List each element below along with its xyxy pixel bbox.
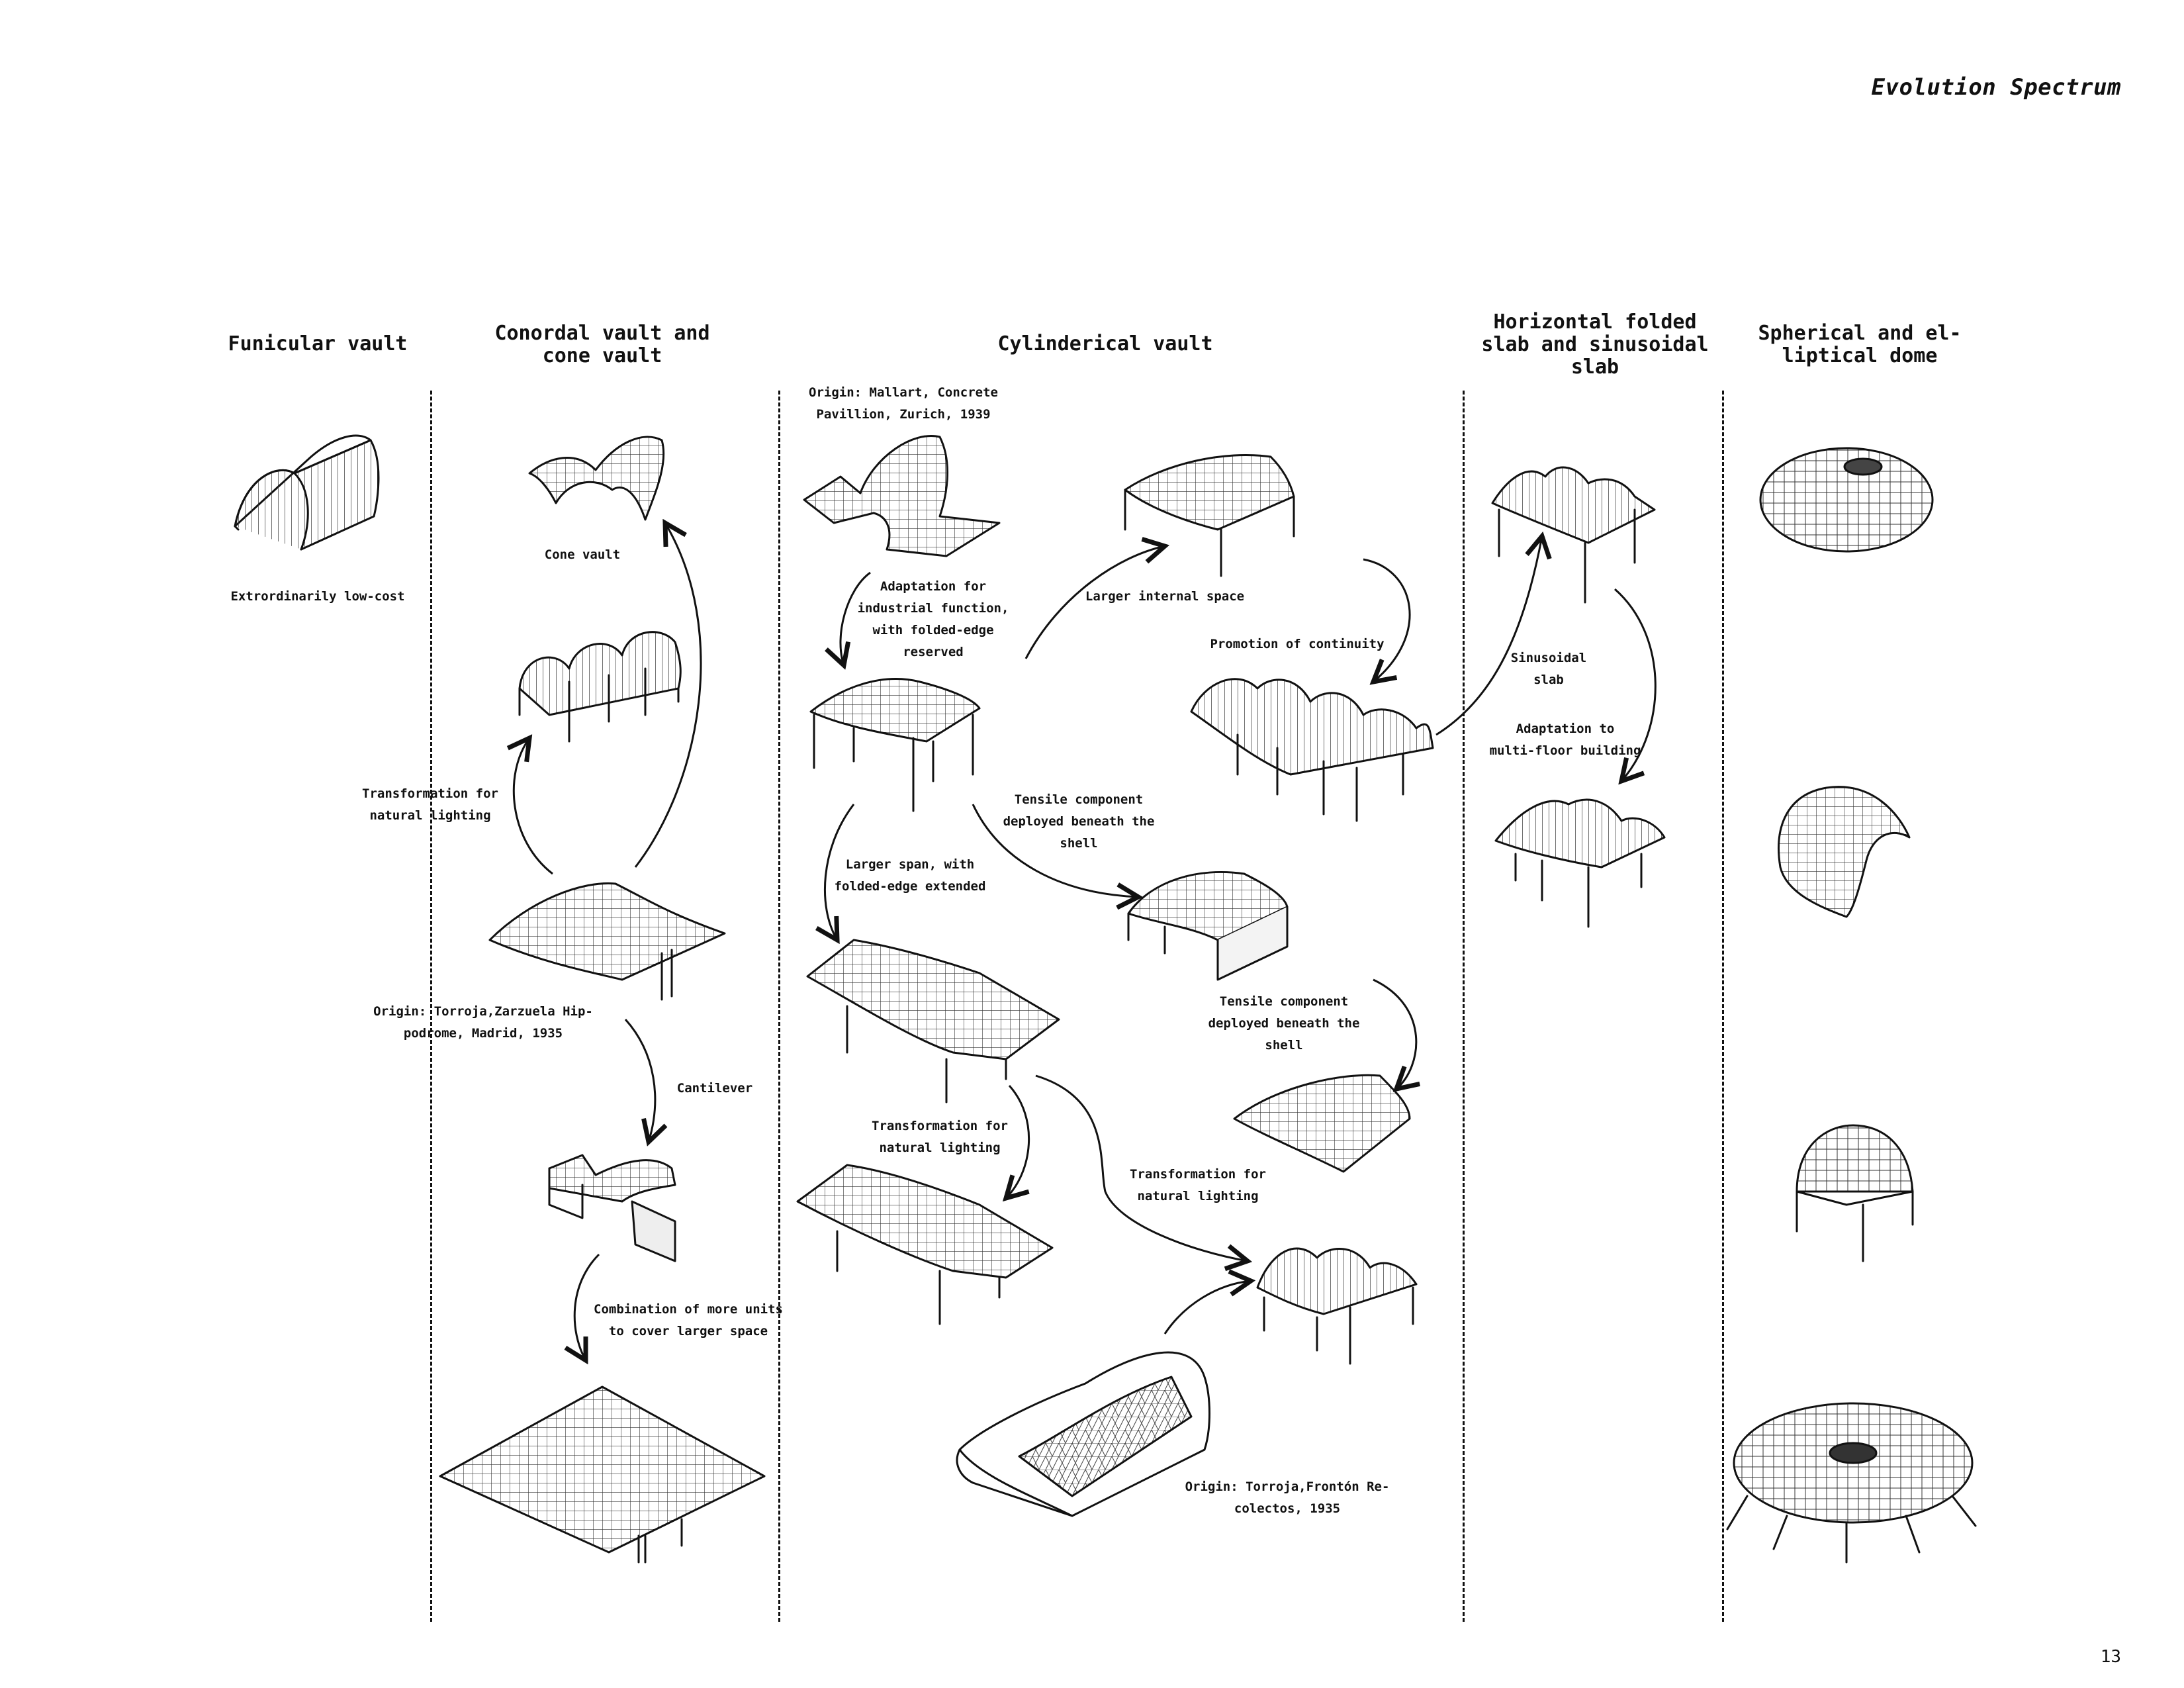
funicular-vault-drawing (235, 436, 379, 549)
arrow-sinusoidal (1436, 536, 1542, 735)
zarzuela-shell-drawing (490, 883, 725, 1000)
tensile-vault-2-drawing (1234, 1075, 1410, 1172)
large-span-vault-drawing (807, 940, 1059, 1102)
label-origin-mallart: Origin: Mallart, Concrete Pavillion, Zur… (794, 382, 1013, 426)
folded-slab-drawing (1492, 467, 1655, 602)
label-origin-zarzuela: Origin: Torroja,Zarzuela Hip- podrome, M… (361, 1001, 606, 1045)
pavilion-dome-drawing (1797, 1125, 1913, 1261)
radial-dome-drawing (1727, 1403, 1976, 1562)
label-transformation-lighting-2: Transformation for natural lighting (860, 1115, 1019, 1159)
large-internal-vault-drawing (1125, 455, 1294, 576)
label-transformation-lighting-3: Transformation for natural lighting (1118, 1164, 1277, 1207)
elliptical-dome-drawing (1760, 448, 1933, 551)
arrow-cantilever (625, 1019, 655, 1142)
spherical-shell-drawing (1779, 787, 1909, 917)
label-origin-fronton: Origin: Torroja,Frontón Re- colectos, 19… (1171, 1476, 1403, 1520)
page-number: 13 (2101, 1647, 2121, 1667)
tensile-vault-1-drawing (1128, 872, 1287, 980)
label-promotion-continuity: Promotion of continuity (1191, 633, 1403, 655)
continuity-vault-drawing (1191, 679, 1433, 821)
arrow-to-lighting-vault (514, 738, 553, 874)
label-combination: Combination of more units to cover large… (582, 1299, 794, 1342)
industrial-vault-drawing (811, 679, 979, 811)
label-sinusoidal-slab: Sinusoidal slab (1496, 647, 1602, 691)
lighting-vault-drawing (520, 632, 680, 741)
label-cone-vault: Cone vault (516, 544, 649, 566)
arrow-continuity (1363, 559, 1410, 682)
arrow-tensile-2 (1373, 980, 1416, 1089)
cantilever-drawing (549, 1155, 675, 1261)
label-larger-span: Larger span, with folded-edge extended (817, 854, 1003, 898)
label-adaptation-industrial: Adaptation for industrial function, with… (841, 576, 1026, 663)
lighting-vault-3-drawing (1257, 1248, 1416, 1364)
label-tensile-2: Tensile component deployed beneath the s… (1191, 991, 1377, 1056)
label-larger-internal-space: Larger internal space (1072, 586, 1257, 608)
label-low-cost: Extrordinarily low-cost (218, 586, 417, 608)
label-tensile-1: Tensile component deployed beneath the s… (986, 789, 1171, 855)
mallart-pavilion-drawing (804, 436, 999, 556)
label-cantilever: Cantilever (662, 1078, 768, 1100)
arrow-fronton (1165, 1281, 1251, 1334)
combined-units-drawing (440, 1387, 764, 1562)
cone-vault-drawing (529, 437, 664, 520)
label-adaptation-multi-floor: Adaptation to multi-floor building (1473, 718, 1658, 762)
label-transformation-lighting-1: Transformation for natural lighting (351, 783, 510, 827)
multi-floor-slab-drawing (1496, 800, 1664, 927)
